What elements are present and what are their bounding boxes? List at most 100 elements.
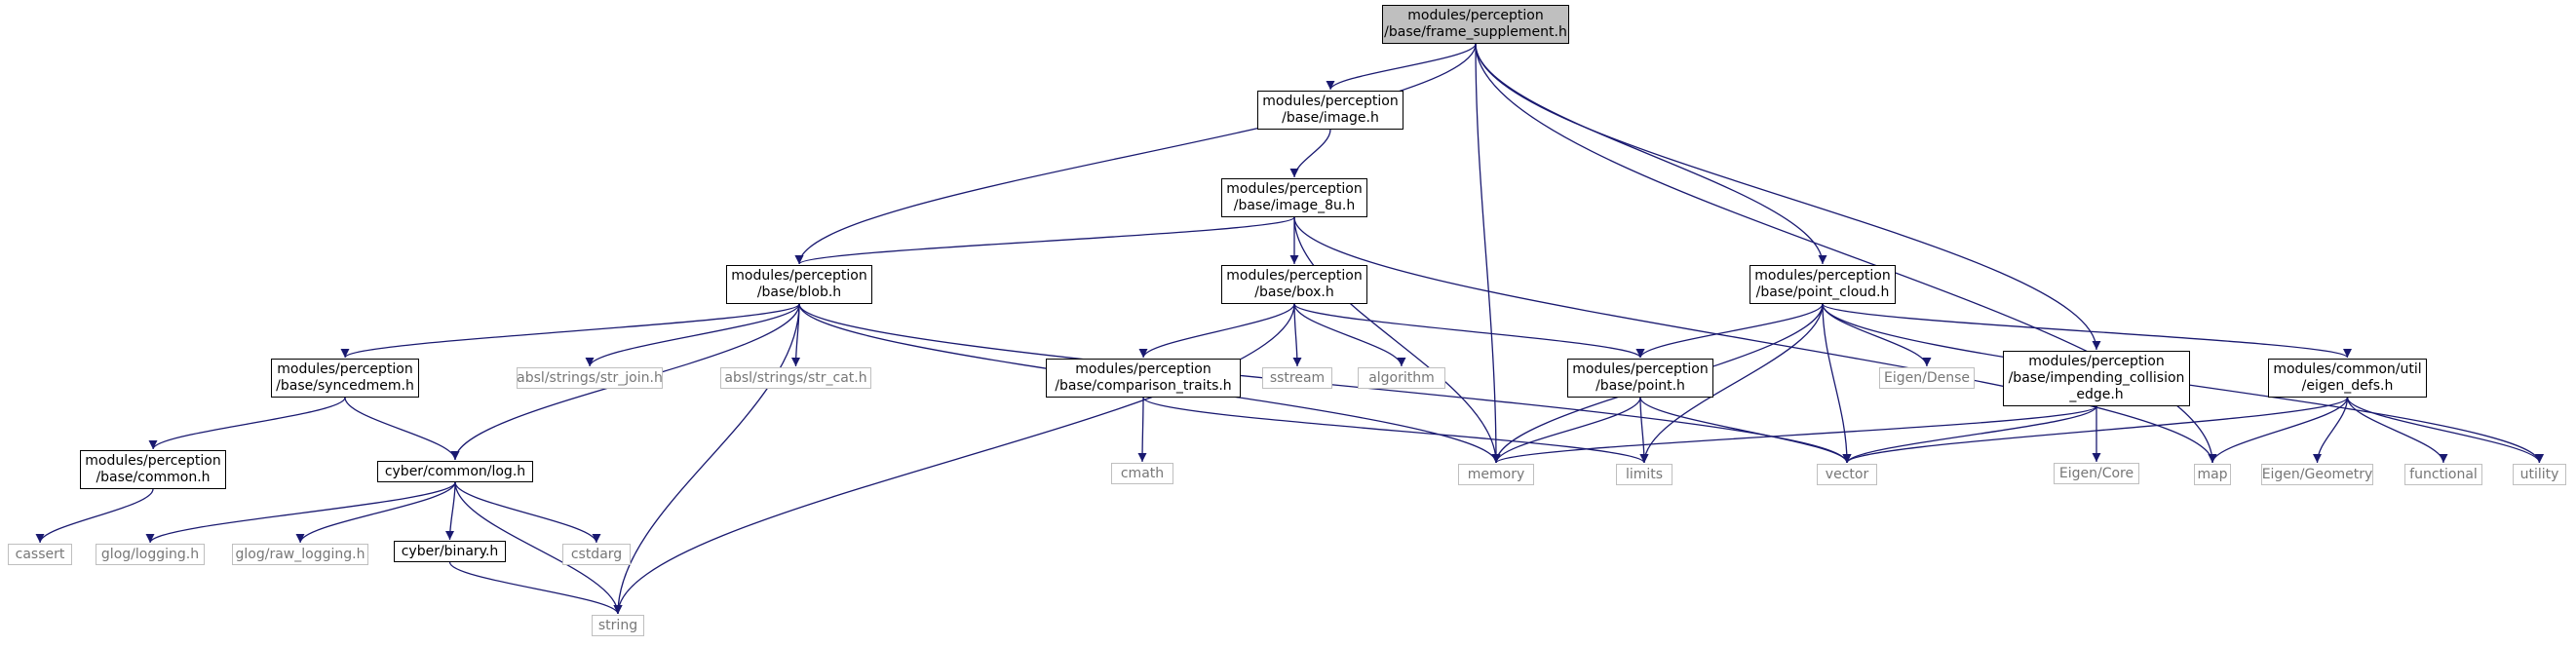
node-line: map [2197, 466, 2228, 482]
node-limits: limits [1616, 464, 1672, 485]
node-line: algorithm [1368, 369, 1435, 386]
node-line: modules/common/util [2273, 361, 2422, 377]
node-line: _edge.h [2069, 387, 2124, 402]
edge-image_8u-to-memory [1293, 216, 1501, 464]
node-line: cyber/common/log.h [384, 463, 526, 479]
node-line: modules/perception [1075, 361, 1211, 377]
node-line: Eigen/Dense [1884, 369, 1970, 386]
edge-box-to-sstream [1292, 303, 1302, 367]
node-common-h[interactable]: modules/perception /base/common.h [80, 450, 226, 489]
node-eigen-core: Eigen/Core [2054, 463, 2139, 484]
node-line: cassert [15, 546, 65, 562]
edge-point_cloud-to-point [1635, 303, 1824, 359]
node-line: vector [1825, 466, 1869, 482]
node-line: /base/blob.h [756, 285, 842, 300]
node-line: string [597, 617, 638, 633]
edge-frame_supplement-to-blob [794, 43, 1477, 265]
edge-comparison_traits-to-limits [1142, 397, 1649, 464]
node-line: modules/perception [277, 361, 413, 377]
edge-image_8u-to-map [1293, 216, 2217, 464]
edge-blob-to-syncedmem [340, 303, 800, 359]
node-line: modules/perception [1226, 268, 1363, 284]
node-line: absl/strings/str_cat.h [724, 369, 867, 386]
edge-eigen_defs-to-utility [2346, 397, 2544, 464]
node-str-join-h: absl/strings/str_join.h [517, 367, 663, 389]
edge-point-to-limits [1639, 397, 1649, 464]
node-glog-raw-logging-h: glog/raw_logging.h [232, 544, 368, 565]
node-line: cyber/binary.h [401, 543, 499, 559]
node-line: modules/perception [2028, 354, 2165, 369]
node-line: /base/frame_supplement.h [1384, 24, 1567, 40]
node-frame-supplement-h[interactable]: modules/perception /base/frame_supplemen… [1382, 5, 1569, 44]
node-line: /eigen_defs.h [2301, 378, 2394, 394]
node-line: /base/syncedmem.h [276, 378, 414, 394]
node-line: cmath [1120, 465, 1165, 481]
edge-frame_supplement-to-point_cloud [1475, 43, 1827, 265]
node-line: /base/image_8u.h [1233, 198, 1356, 213]
node-image-8u-h[interactable]: modules/perception /base/image_8u.h [1221, 178, 1367, 217]
node-functional: functional [2404, 464, 2482, 485]
edge-log-to-string [454, 481, 623, 615]
node-memory: memory [1458, 464, 1534, 485]
node-str-cat-h: absl/strings/str_cat.h [720, 367, 871, 389]
edge-syncedmem-to-log [344, 397, 460, 461]
node-line: Eigen/Geometry [2261, 466, 2373, 482]
edge-box-to-algorithm [1293, 303, 1406, 367]
node-cmath: cmath [1111, 463, 1173, 484]
edge-eigen_defs-to-eigen_geometry [2313, 397, 2349, 464]
node-point-h[interactable]: modules/perception /base/point.h [1567, 359, 1713, 398]
node-image-h[interactable]: modules/perception /base/image.h [1257, 91, 1403, 130]
edge-impending-to-vector [1842, 405, 2097, 464]
node-impending-collision-edge-h[interactable]: modules/perception /base/impending_colli… [2003, 351, 2190, 406]
node-glog-logging-h: glog/logging.h [96, 544, 205, 565]
node-line: functional [2409, 466, 2478, 482]
edge-log-to-glog_raw [295, 481, 456, 544]
node-line: limits [1625, 466, 1664, 482]
node-line: glog/raw_logging.h [235, 546, 365, 562]
node-eigen-defs-h[interactable]: modules/common/util /eigen_defs.h [2268, 359, 2427, 398]
node-line: modules/perception [1226, 181, 1363, 197]
edge-frame_supplement-to-impending [1475, 43, 2101, 351]
edge-impending-to-memory [1491, 405, 2097, 464]
node-box-h[interactable]: modules/perception /base/box.h [1221, 265, 1367, 304]
node-vector: vector [1817, 464, 1877, 485]
edge-frame_supplement-to-image [1326, 43, 1477, 91]
node-cstdarg: cstdarg [562, 544, 631, 565]
edge-log-to-glog_logging [145, 481, 456, 544]
node-line: modules/perception [731, 268, 867, 284]
edge-point_cloud-to-eigen_dense [1822, 303, 1932, 367]
node-string: string [592, 615, 644, 636]
edge-point_cloud-to-limits [1639, 303, 1824, 464]
node-comparison-traits-h[interactable]: modules/perception /base/comparison_trai… [1046, 359, 1241, 398]
edge-point-to-memory [1491, 397, 1641, 464]
edge-point-to-vector [1639, 397, 1852, 464]
edge-blob-to-str_join [585, 303, 800, 367]
node-line: modules/perception [1262, 94, 1399, 109]
node-utility: utility [2513, 464, 2566, 485]
node-point-cloud-h[interactable]: modules/perception /base/point_cloud.h [1749, 265, 1896, 304]
edge-box-to-comparison_traits [1138, 303, 1295, 359]
node-blob-h[interactable]: modules/perception /base/blob.h [726, 265, 872, 304]
node-syncedmem-h[interactable]: modules/perception /base/syncedmem.h [271, 359, 419, 398]
node-line: modules/perception [1572, 361, 1709, 377]
node-eigen-geometry: Eigen/Geometry [2261, 464, 2373, 485]
node-line: /base/impending_collision [2008, 370, 2185, 386]
edge-binary-to-string [448, 561, 623, 615]
node-line: /base/common.h [96, 470, 211, 485]
edge-eigen_defs-to-vector [1842, 397, 2349, 464]
node-line: glog/logging.h [100, 546, 200, 562]
node-cyber-binary-h[interactable]: cyber/binary.h [394, 541, 506, 562]
node-eigen-dense: Eigen/Dense [1879, 367, 1975, 389]
edge-point_cloud-to-vector [1822, 303, 1852, 464]
edge-eigen_defs-to-functional [2346, 397, 2448, 464]
node-cassert: cassert [8, 544, 72, 565]
node-line: modules/perception [85, 453, 221, 469]
edge-box-to-point [1293, 303, 1645, 359]
edge-frame_supplement-to-memory [1475, 43, 1501, 464]
edge-log-to-binary [445, 481, 456, 541]
node-line: sstream [1269, 369, 1326, 386]
edge-image-to-image_8u [1289, 129, 1331, 178]
node-log-h[interactable]: cyber/common/log.h [377, 461, 533, 482]
node-line: absl/strings/str_join.h [517, 369, 663, 386]
